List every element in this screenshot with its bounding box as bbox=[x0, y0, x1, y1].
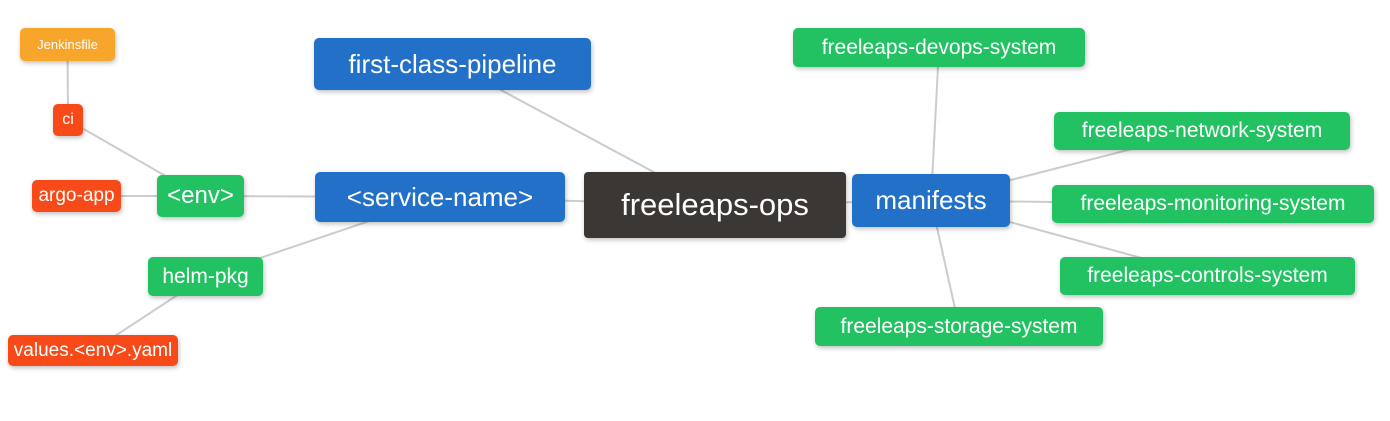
node-freeleaps-monitoring-system[interactable]: freeleaps-monitoring-system bbox=[1052, 185, 1374, 223]
node-freeleaps-storage-system[interactable]: freeleaps-storage-system bbox=[815, 307, 1103, 346]
node-helm-pkg[interactable]: helm-pkg bbox=[148, 257, 263, 296]
node-first-class-pipeline[interactable]: first-class-pipeline bbox=[314, 38, 591, 90]
node-manifests[interactable]: manifests bbox=[852, 174, 1010, 227]
node-service-name[interactable]: <service-name> bbox=[315, 172, 565, 222]
node-freeleaps-controls-system[interactable]: freeleaps-controls-system bbox=[1060, 257, 1355, 295]
node-freeleaps-devops-system[interactable]: freeleaps-devops-system bbox=[793, 28, 1085, 67]
node-env[interactable]: <env> bbox=[157, 175, 244, 217]
node-values-env-yaml[interactable]: values.<env>.yaml bbox=[8, 335, 178, 366]
node-argo-app[interactable]: argo-app bbox=[32, 180, 121, 212]
node-freeleaps-ops[interactable]: freeleaps-ops bbox=[584, 172, 846, 238]
node-jenkinsfile[interactable]: Jenkinsfile bbox=[20, 28, 115, 61]
node-ci[interactable]: ci bbox=[53, 104, 83, 136]
node-freeleaps-network-system[interactable]: freeleaps-network-system bbox=[1054, 112, 1350, 150]
